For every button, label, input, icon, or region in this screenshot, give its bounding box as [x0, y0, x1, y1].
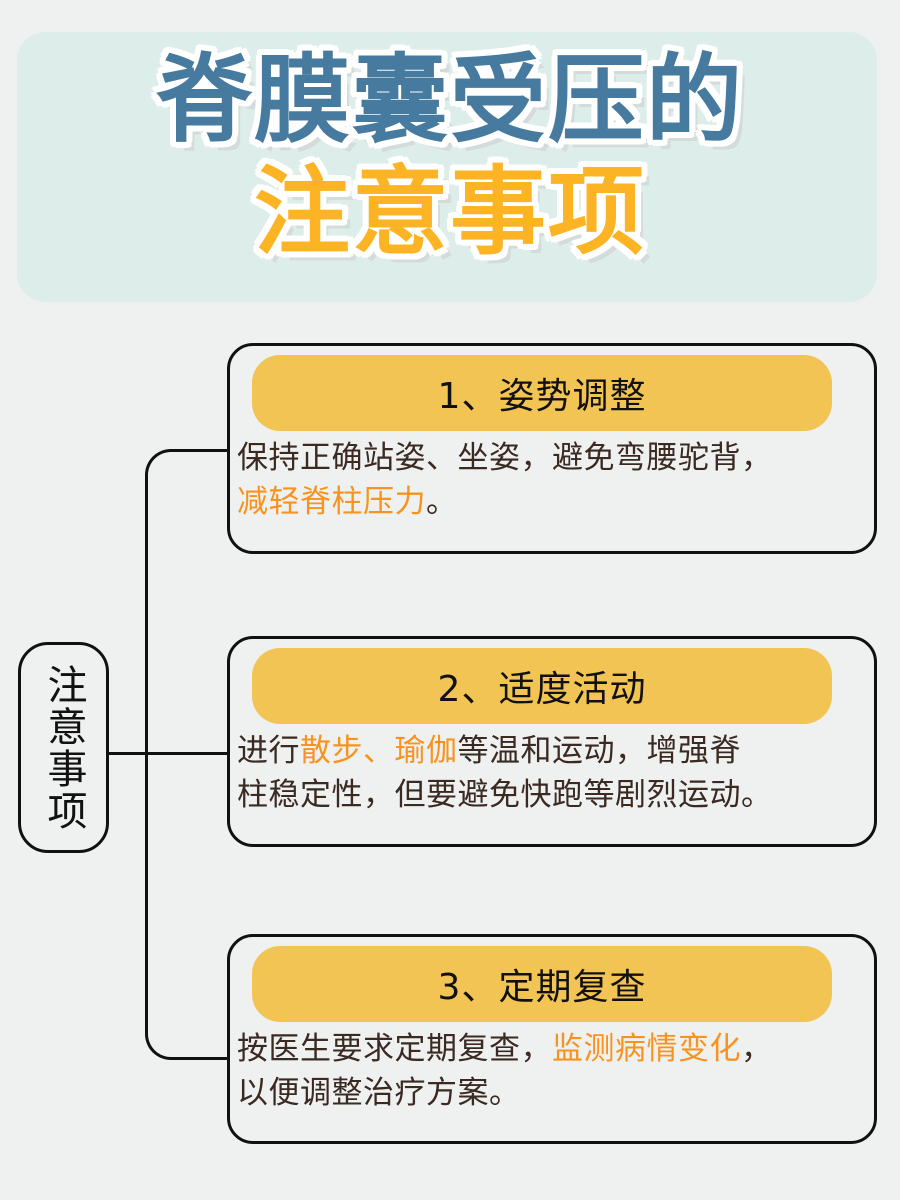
- item-body: 按医生要求定期复查，监测病情变化， 以便调整治疗方案。: [237, 1027, 868, 1115]
- body-line: 以便调整治疗方案。: [237, 1071, 868, 1115]
- item-box-activity: 2、适度活动 进行散步、瑜伽等温和运动，增强脊 柱稳定性，但要避免快跑等剧烈运动…: [227, 636, 877, 847]
- body-line: 保持正确站姿、坐姿，避免弯腰驼背，: [237, 436, 868, 480]
- body-text: 按医生要求定期复查，: [237, 1031, 552, 1067]
- body-line: 柱稳定性，但要避免快跑等剧烈运动。: [237, 773, 868, 817]
- root-node-label: 注意事项: [40, 663, 87, 832]
- item-box-checkup: 3、定期复查 按医生要求定期复查，监测病情变化， 以便调整治疗方案。: [227, 934, 877, 1144]
- item-heading: 3、定期复查: [437, 967, 647, 1008]
- body-text: 。: [426, 484, 458, 520]
- item-body: 进行散步、瑜伽等温和运动，增强脊 柱稳定性，但要避免快跑等剧烈运动。: [237, 729, 868, 817]
- highlight-text: 监测病情变化: [552, 1031, 741, 1067]
- item-heading: 2、适度活动: [437, 669, 647, 710]
- item-body: 保持正确站姿、坐姿，避免弯腰驼背， 减轻脊柱压力。: [237, 436, 868, 524]
- item-heading-pill: 2、适度活动: [252, 648, 832, 724]
- body-text: ，: [741, 1031, 773, 1067]
- item-heading-pill: 3、定期复查: [252, 946, 832, 1022]
- title-sub: 注意事项: [254, 156, 646, 268]
- title-line-2: 注意事项: [0, 162, 900, 262]
- root-node: 注意事项: [18, 642, 109, 853]
- body-text: 保持正确站姿、坐姿，避免弯腰驼背，: [237, 440, 773, 476]
- root-connector-line: [108, 752, 228, 755]
- item-heading-pill: 1、姿势调整: [252, 355, 832, 431]
- body-text: 进行: [237, 733, 300, 769]
- item-box-posture: 1、姿势调整 保持正确站姿、坐姿，避免弯腰驼背， 减轻脊柱压力。: [227, 343, 877, 554]
- highlight-text: 散步、瑜伽: [300, 733, 458, 769]
- body-text: 以便调整治疗方案。: [237, 1075, 521, 1111]
- title-main: 脊膜囊受压的: [156, 44, 744, 156]
- highlight-text: 减轻脊柱压力: [237, 484, 426, 520]
- title-line-1: 脊膜囊受压的: [0, 50, 900, 150]
- body-text: 等温和运动，增强脊: [457, 733, 741, 769]
- body-line: 进行散步、瑜伽等温和运动，增强脊: [237, 729, 868, 773]
- body-line: 按医生要求定期复查，监测病情变化，: [237, 1027, 868, 1071]
- body-text: 柱稳定性，但要避免快跑等剧烈运动。: [237, 777, 773, 813]
- item-heading: 1、姿势调整: [437, 376, 647, 417]
- body-line: 减轻脊柱压力。: [237, 480, 868, 524]
- header-panel: [17, 32, 877, 302]
